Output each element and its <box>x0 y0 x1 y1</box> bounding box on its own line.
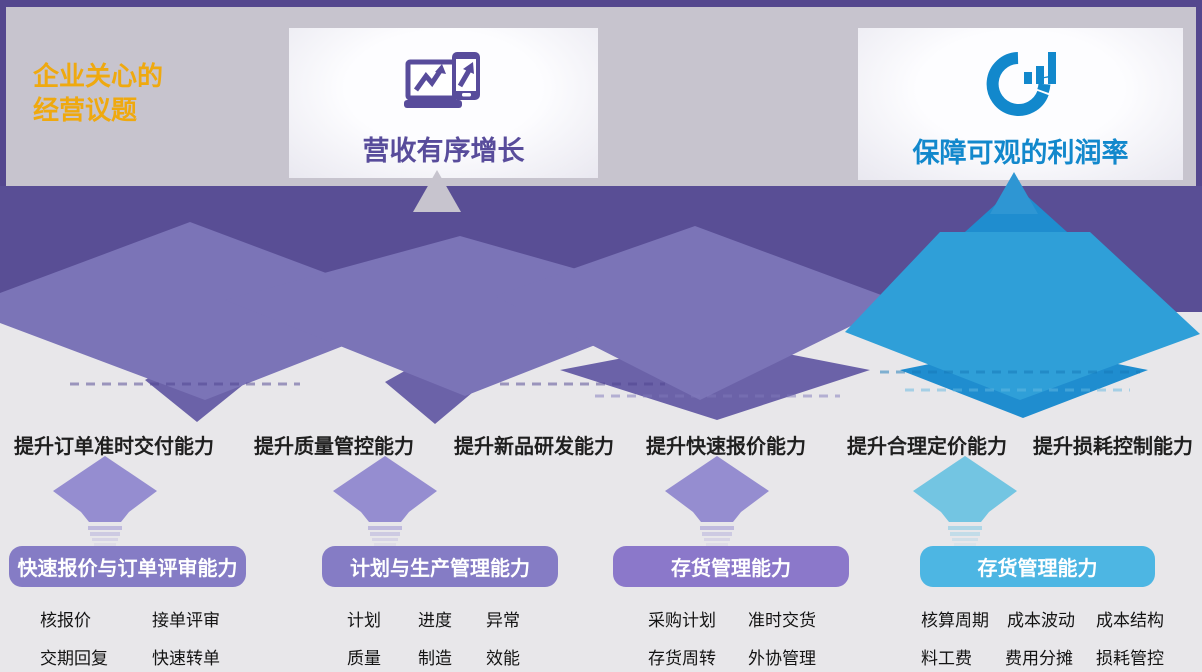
list-item: 核算周期 <box>921 611 989 630</box>
list-item: 核报价 <box>40 611 91 630</box>
banner-eyebrow-line1: 企业关心的 <box>33 61 164 91</box>
pillar-bar-inventory-cost: 存货管理能力 <box>920 546 1155 587</box>
list-item: 快速转单 <box>152 649 220 668</box>
banner-eyebrow-line2: 经营议题 <box>33 95 138 125</box>
list-item: 质量 <box>347 649 381 668</box>
banner-eyebrow: 企业关心的 经营议题 <box>33 59 163 127</box>
list-item: 计划 <box>347 611 381 630</box>
list-item: 料工费 <box>921 649 972 668</box>
diamond-row <box>53 456 1017 546</box>
list-item: 接单评审 <box>152 611 220 630</box>
list-item: 效能 <box>486 649 520 668</box>
list-item: 准时交货 <box>748 611 816 630</box>
pillar-bar-quotation-review: 快速报价与订单评审能力 <box>9 546 246 587</box>
profit-pointer-triangle <box>990 172 1038 214</box>
list-item: 采购计划 <box>648 611 716 630</box>
list-item: 进度 <box>418 611 452 630</box>
text-remnants <box>70 370 1140 398</box>
topic-card-profit: 保障可观的利润率 <box>858 28 1183 180</box>
blue-blob <box>845 232 1200 400</box>
list-item: 费用分摊 <box>1005 649 1073 668</box>
capability-label-loss: 提升损耗控制能力 <box>1033 436 1193 458</box>
pillar-bar-inventory: 存货管理能力 <box>613 546 849 587</box>
donut-gauge-chart-icon <box>982 50 1060 125</box>
capability-label-quotation: 提升快速报价能力 <box>646 436 806 458</box>
topic-card-revenue: 营收有序增长 <box>289 28 598 178</box>
diamond-3 <box>665 456 769 546</box>
topic-card-revenue-title: 营收有序增长 <box>362 136 525 166</box>
pillar-bar-plan-production: 计划与生产管理能力 <box>322 546 558 587</box>
purple-blob-1 <box>0 222 430 400</box>
list-item: 外协管理 <box>748 649 816 668</box>
top-banner: 企业关心的 经营议题 营收有序增长 <box>0 0 1202 186</box>
list-item: 成本波动 <box>1007 611 1075 630</box>
list-item: 交期回复 <box>40 649 108 668</box>
funnel-graphic <box>0 170 1202 424</box>
laptop-growth-chart-icon <box>403 50 484 123</box>
list-item: 异常 <box>486 611 520 630</box>
list-item: 成本结构 <box>1096 611 1164 630</box>
diamond-1 <box>53 456 157 546</box>
capability-label-delivery: 提升订单准时交付能力 <box>14 436 214 458</box>
capability-label-pricing: 提升合理定价能力 <box>847 436 1007 458</box>
topic-card-profit-title: 保障可观的利润率 <box>912 138 1129 168</box>
capability-label-rnd: 提升新品研发能力 <box>454 436 614 458</box>
list-item: 存货周转 <box>648 649 716 668</box>
list-item: 制造 <box>418 649 452 668</box>
capability-label-quality: 提升质量管控能力 <box>254 436 414 458</box>
diamond-4 <box>913 456 1017 546</box>
diamond-2 <box>333 456 437 546</box>
list-item: 损耗管控 <box>1096 649 1164 668</box>
purple-blob-3 <box>495 226 900 400</box>
revenue-pointer-triangle <box>413 170 461 212</box>
